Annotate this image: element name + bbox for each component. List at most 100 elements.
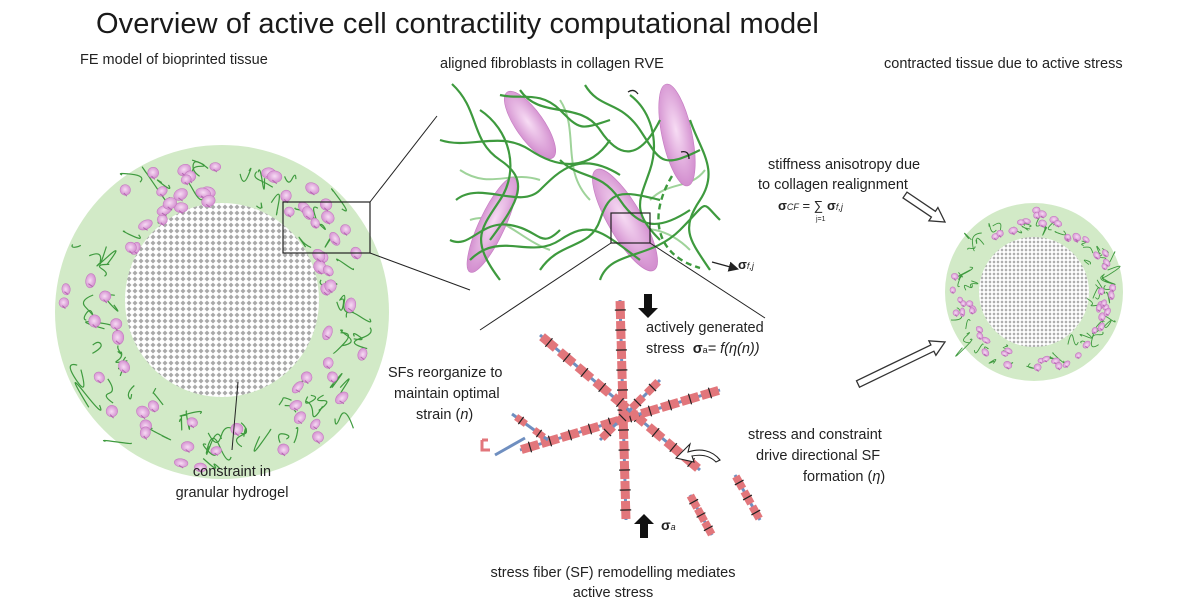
fibroblast-cell (327, 371, 338, 383)
rve-collagen-fiber (584, 84, 701, 162)
collagen-fiber (192, 161, 209, 177)
sarcomere-unit (615, 320, 627, 340)
sarcomere-unit (618, 440, 630, 460)
fibroblast-cell (1062, 360, 1071, 368)
collagen-fiber (988, 359, 997, 364)
z-disc (544, 337, 553, 348)
cell-process (161, 212, 167, 217)
left-fibroblast-cells (58, 162, 368, 474)
cell-process (330, 379, 335, 384)
fibroblast-cell (61, 283, 71, 296)
sarcomere-unit (732, 474, 747, 491)
sigma-a-symbol: σ (692, 341, 703, 357)
fibroblast-cell (1038, 219, 1047, 228)
fibroblast-cell (1072, 232, 1081, 242)
cell-process (323, 207, 329, 212)
fibroblast-cell (1101, 263, 1108, 270)
stiffness-label-line2: to collagen realignment (758, 177, 908, 193)
cell-process (293, 407, 299, 412)
z-disc (603, 428, 612, 437)
fibroblast-cell (312, 431, 324, 443)
fibroblast-cell (322, 325, 333, 341)
constraint-drive-line2: drive directional SF (756, 448, 881, 464)
active-stress-word: stress (646, 341, 685, 357)
collagen-fiber (127, 385, 135, 400)
collagen-fiber (971, 232, 982, 252)
cell-process (1019, 223, 1023, 226)
cell-process (1103, 267, 1106, 270)
collagen-fiber (96, 250, 117, 267)
cell-process (1065, 365, 1068, 368)
cell-process (970, 312, 974, 315)
rve-collagen-fiber (688, 119, 711, 271)
cell-process (1102, 304, 1106, 307)
cell-process (1085, 345, 1089, 349)
collagen-fiber (253, 428, 272, 452)
z-disc (742, 494, 753, 501)
sf-reorganize-n: n (460, 407, 469, 423)
fibroblast-cell (340, 224, 351, 235)
z-disc (615, 397, 625, 408)
sarcomere-unit (619, 480, 631, 500)
fibroblast-cell (1074, 352, 1082, 359)
collagen-fiber (277, 433, 290, 443)
cell-process (1095, 256, 1099, 260)
sarcomere-unit (610, 393, 630, 412)
active-stress-label-line1: actively generated (646, 320, 764, 336)
constraint-drive-line1: stress and constraint (748, 427, 882, 443)
cell-process (332, 241, 338, 245)
collagen-fiber (955, 338, 973, 357)
z-disc (696, 512, 706, 518)
fibroblast-cell (173, 458, 189, 468)
fibroblast-cell (1064, 233, 1071, 241)
fiber-force-arrow (711, 261, 740, 272)
fj-label-subscript: f,j (746, 261, 754, 271)
equals-sum-symbol: = ∑ (798, 198, 823, 213)
fibroblast-cell (1037, 210, 1047, 218)
collagen-fiber (340, 329, 352, 347)
cell-process (140, 415, 146, 420)
sarcomere-unit (540, 434, 560, 448)
collagen-fiber (955, 266, 974, 279)
cell-process (214, 452, 219, 456)
z-disc (633, 398, 642, 407)
contraction-arrow-top-icon (902, 191, 947, 223)
collagen-fiber (1083, 259, 1091, 265)
sarcomere-unit (694, 506, 708, 524)
zoom-region-box (282, 201, 371, 254)
rve-collagen-fiber (439, 138, 611, 166)
realigned-fiber-dashed (657, 175, 701, 270)
rve-collagen-fiber (519, 89, 661, 153)
constraint-pointer-line (231, 381, 239, 451)
granular-constraint-line2: granular hydrogel (175, 485, 289, 501)
collagen-fiber (334, 412, 354, 429)
cell-process (347, 307, 353, 312)
cell-process (1041, 225, 1045, 228)
fj-subscript: f,j (835, 202, 843, 212)
cell-process (1076, 356, 1080, 359)
z-disc (647, 405, 653, 417)
cell-process (190, 424, 195, 429)
cell-process (287, 214, 292, 218)
cell-process (109, 414, 114, 419)
constraint-drive-line3: formation (η) (803, 468, 885, 487)
sarcomere-unit (616, 360, 628, 380)
fibroblast-cell (1100, 299, 1107, 308)
cell-process (1056, 225, 1060, 228)
elongated-fibroblast (658, 83, 696, 187)
cell-process (160, 222, 165, 227)
cell-process (1097, 309, 1101, 312)
cell-process (1003, 354, 1006, 357)
fibroblast-cell (1097, 287, 1105, 296)
z-disc (687, 393, 693, 405)
sarcomere-unit (617, 420, 630, 440)
collagen-fiber (254, 171, 274, 188)
fibroblast-cell (93, 371, 105, 383)
fibroblast-cell (284, 206, 295, 217)
collagen-fiber (105, 378, 114, 404)
sarcomere-unit (640, 404, 660, 418)
collagen-rve (439, 83, 766, 331)
sf-reorganize-paren: ) (468, 407, 474, 423)
fibroblast-cell (88, 314, 101, 328)
collagen-fiber (1105, 291, 1111, 304)
